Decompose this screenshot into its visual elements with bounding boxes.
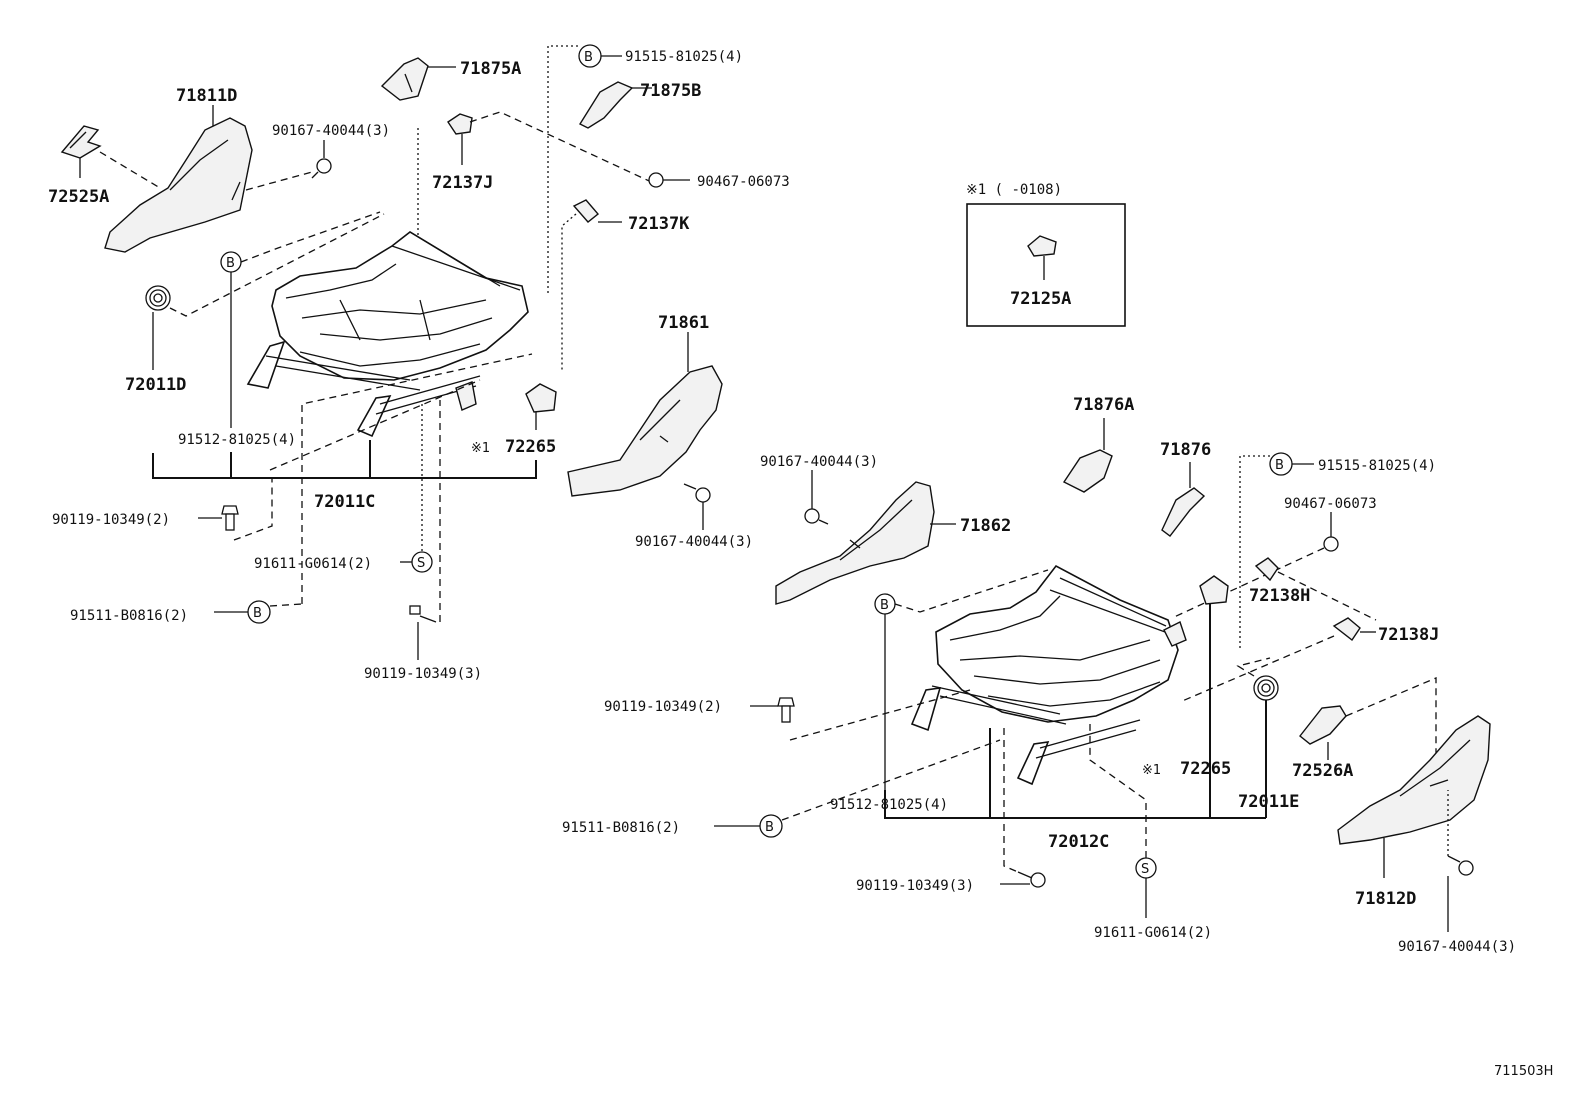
spring-icon[interactable] (1253, 675, 1279, 701)
bolt-marker-B: B (765, 820, 774, 835)
label-90119-10349-a: 90119-10349(2) (52, 512, 170, 528)
label-72138J: 72138J (1378, 625, 1439, 645)
label-71812D: 71812D (1355, 889, 1416, 909)
bolt-marker-B: B (226, 256, 235, 271)
part-71812D-cover[interactable] (1337, 715, 1491, 845)
inset-box (966, 203, 1126, 327)
bolt-icon (409, 605, 437, 623)
label-91512-81025-b: 91512-81025(4) (830, 797, 948, 813)
label-72011D: 72011D (125, 375, 186, 395)
label-71811D: 71811D (176, 86, 237, 106)
part-72138H-clip[interactable] (1254, 557, 1279, 582)
screw-icon (1323, 536, 1339, 552)
label-71875A: 71875A (460, 59, 521, 79)
label-72265-a: 72265 (505, 437, 556, 457)
label-91515-81025-b: 91515-81025(4) (1318, 458, 1436, 474)
part-71875A-bracket[interactable] (380, 57, 429, 101)
screw-icon (804, 508, 829, 525)
bolt-marker-B: B (1275, 458, 1284, 473)
part-71876-bracket[interactable] (1161, 487, 1206, 537)
label-71875B: 71875B (640, 81, 701, 101)
label-72011C: 72011C (314, 492, 375, 512)
label-72011E: 72011E (1238, 792, 1299, 812)
label-71862: 71862 (960, 516, 1011, 536)
label-91611-G0614-b: 91611-G0614(2) (1094, 925, 1212, 941)
note-mark-1: ※1 (1142, 763, 1161, 778)
bolt-marker-B: B (880, 598, 889, 613)
label-90119-10349-c: 90119-10349(2) (604, 699, 722, 715)
label-90119-10349-d: 90119-10349(3) (856, 878, 974, 894)
label-72125A: 72125A (1010, 289, 1071, 309)
label-71861: 71861 (658, 313, 709, 333)
label-91515-81025-a: 91515-81025(4) (625, 49, 743, 65)
label-72265-b: 72265 (1180, 759, 1231, 779)
label-91512-81025-a: 91512-81025(4) (178, 432, 296, 448)
part-72137K-clip[interactable] (572, 199, 600, 223)
screw-icon (648, 172, 664, 188)
part-72525A-clip[interactable] (60, 125, 102, 159)
part-72125A-clip[interactable] (1027, 235, 1057, 257)
label-91511-B0816-a: 91511-B0816(2) (70, 608, 188, 624)
bolt-marker-B: B (253, 606, 262, 621)
part-71875B-bracket[interactable] (578, 81, 634, 129)
part-72265-clip[interactable] (525, 383, 557, 413)
screw-icon (1447, 855, 1474, 876)
part-71861-shield[interactable] (567, 365, 723, 497)
part-72265-clip[interactable] (1199, 575, 1229, 605)
illustration-code: 711503H (1494, 1064, 1553, 1079)
spring-icon[interactable] (145, 285, 171, 311)
label-72525A: 72525A (48, 187, 109, 207)
bolt-icon (777, 697, 795, 723)
label-71876: 71876 (1160, 440, 1211, 460)
part-71862-cover[interactable] (775, 481, 935, 605)
part-72137J-clip[interactable] (447, 113, 473, 135)
part-72011C-seat-track-assembly[interactable] (246, 231, 529, 438)
label-90167-40044-c: 90167-40044(3) (760, 454, 878, 470)
part-72526A-clip[interactable] (1299, 705, 1347, 745)
label-90167-40044-a: 90167-40044(3) (272, 123, 390, 139)
part-71811D-cover[interactable] (104, 117, 253, 253)
screw-marker-S: S (417, 556, 425, 571)
label-72137J: 72137J (432, 173, 493, 193)
label-90467-06073-b: 90467-06073 (1284, 496, 1377, 512)
label-72012C: 72012C (1048, 832, 1109, 852)
label-72526A: 72526A (1292, 761, 1353, 781)
label-91611-G0614-a: 91611-G0614(2) (254, 556, 372, 572)
bolt-marker-B: B (584, 50, 593, 65)
part-72138J-clip[interactable] (1332, 617, 1361, 642)
part-71876A-bracket[interactable] (1062, 449, 1113, 493)
label-72137K: 72137K (628, 214, 690, 234)
screw-icon (683, 483, 711, 503)
label-90167-40044-b: 90167-40044(3) (635, 534, 753, 550)
label-72138H: 72138H (1249, 586, 1310, 606)
label-90167-40044-d: 90167-40044(3) (1398, 939, 1516, 955)
label-90119-10349-b: 90119-10349(3) (364, 666, 482, 682)
bolt-icon (221, 505, 239, 531)
screw-marker-S: S (1141, 862, 1149, 877)
screw-icon (311, 158, 332, 179)
label-90467-06073-a: 90467-06073 (697, 174, 790, 190)
label-71876A: 71876A (1073, 395, 1134, 415)
part-72012C-seat-track-assembly[interactable] (910, 564, 1187, 786)
label-91511-B0816-b: 91511-B0816(2) (562, 820, 680, 836)
inset-header: ※1 ( -0108) (966, 182, 1062, 198)
note-mark-1: ※1 (471, 441, 490, 456)
bolt-icon (1017, 871, 1046, 888)
